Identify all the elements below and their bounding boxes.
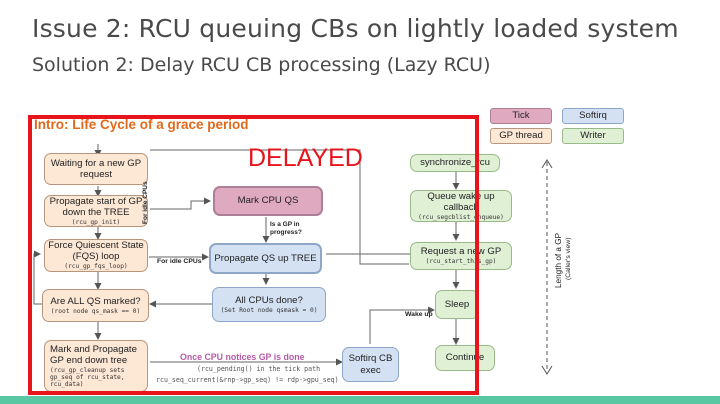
box-fqs-loop-label: Force Quiescent State (FQS) loop bbox=[48, 240, 144, 263]
label-wake-up: Wake up bbox=[405, 311, 433, 318]
delayed-label: DELAYED bbox=[248, 144, 363, 172]
box-sleep: Sleep bbox=[435, 290, 479, 319]
box-propagate-start-code: (rcu_gp_init) bbox=[71, 218, 121, 226]
label-length-of-gp: Length of a GP bbox=[554, 232, 563, 288]
label-callers-view: (Caller's view) bbox=[565, 237, 572, 280]
box-mark-cpu-qs: Mark CPU QS bbox=[213, 186, 323, 216]
box-queue-wake-up-code: (rcu_segcblist_enqueue) bbox=[418, 213, 504, 221]
box-all-qs-marked: Are ALL QS marked? (root node qs_mask ==… bbox=[42, 289, 149, 322]
box-fqs-loop: Force Quiescent State (FQS) loop (rcu_gp… bbox=[44, 239, 148, 272]
box-softirq-cb-exec: Softirq CB exec bbox=[342, 347, 399, 382]
box-propagate-start: Propagate start of GP down the TREE (rcu… bbox=[44, 195, 148, 227]
box-request-new-gp: Request a new GP (rcu_start_this_gp) bbox=[410, 242, 512, 270]
box-queue-wake-up: Queue wake up callback (rcu_segcblist_en… bbox=[410, 190, 512, 222]
slide-subtitle: Solution 2: Delay RCU CB processing (Laz… bbox=[32, 54, 491, 76]
box-waiting-new-gp-label: Waiting for a new GP request bbox=[50, 157, 142, 180]
slide-title: Issue 2: RCU queuing CBs on lightly load… bbox=[32, 14, 679, 43]
legend-softirq: Softirq bbox=[562, 108, 624, 124]
box-mark-propagate-end-code: (rcu_gp_cleanup sets gp_seq of rcu_state… bbox=[50, 366, 125, 389]
diagram-title: Intro: Life Cycle of a grace period bbox=[34, 117, 249, 132]
box-request-new-gp-label: Request a new GP bbox=[420, 246, 502, 258]
box-mark-propagate-end-label: Mark and Propagate GP end down tree bbox=[50, 343, 137, 366]
box-all-qs-marked-label: Are ALL QS marked? bbox=[50, 295, 141, 307]
label-is-gp-in-progress: Is a GP in progress? bbox=[270, 221, 302, 236]
label-pending-tick: (rcu_pending() in the tick path bbox=[197, 365, 321, 373]
box-request-new-gp-code: (rcu_start_this_gp) bbox=[425, 258, 497, 266]
label-seq-current: rcu_seq_current(&rnp->gp_seq) != rdp->gp… bbox=[156, 376, 339, 384]
box-all-cpus-done-label: All CPUs done? bbox=[235, 294, 303, 306]
box-all-qs-marked-code: (root node qs_mask == 0) bbox=[50, 307, 141, 315]
box-propagate-qs: Propagate QS up TREE bbox=[209, 243, 322, 274]
legend-tick: Tick bbox=[490, 108, 552, 124]
box-propagate-start-label: Propagate start of GP down the TREE bbox=[49, 195, 143, 218]
box-all-cpus-done: All CPUs done? (Set Root node qsmask = 0… bbox=[212, 287, 326, 322]
diagram-connectors bbox=[33, 144, 553, 375]
label-once-cpu-notices: Once CPU notices GP is done bbox=[180, 352, 305, 362]
box-continue: Continue bbox=[435, 345, 495, 371]
box-all-cpus-done-code: (Set Root node qsmask = 0) bbox=[220, 306, 318, 314]
bottom-accent-bar bbox=[0, 396, 720, 404]
legend-writer: Writer bbox=[562, 128, 624, 144]
box-waiting-new-gp: Waiting for a new GP request bbox=[44, 153, 148, 185]
grace-period-diagram: Tick Softirq GP thread Writer Waiting fo… bbox=[26, 104, 640, 395]
box-fqs-loop-code: (rcu_gp_fqs_loop) bbox=[64, 263, 128, 271]
legend-gp-thread: GP thread bbox=[490, 128, 552, 144]
label-for-idle-cpus: For idle CPUs bbox=[157, 258, 202, 265]
delayed-highlight-frame bbox=[28, 115, 479, 395]
box-queue-wake-up-label: Queue wake up callback bbox=[427, 190, 495, 213]
box-mark-propagate-end: Mark and Propagate GP end down tree (rcu… bbox=[44, 340, 148, 392]
